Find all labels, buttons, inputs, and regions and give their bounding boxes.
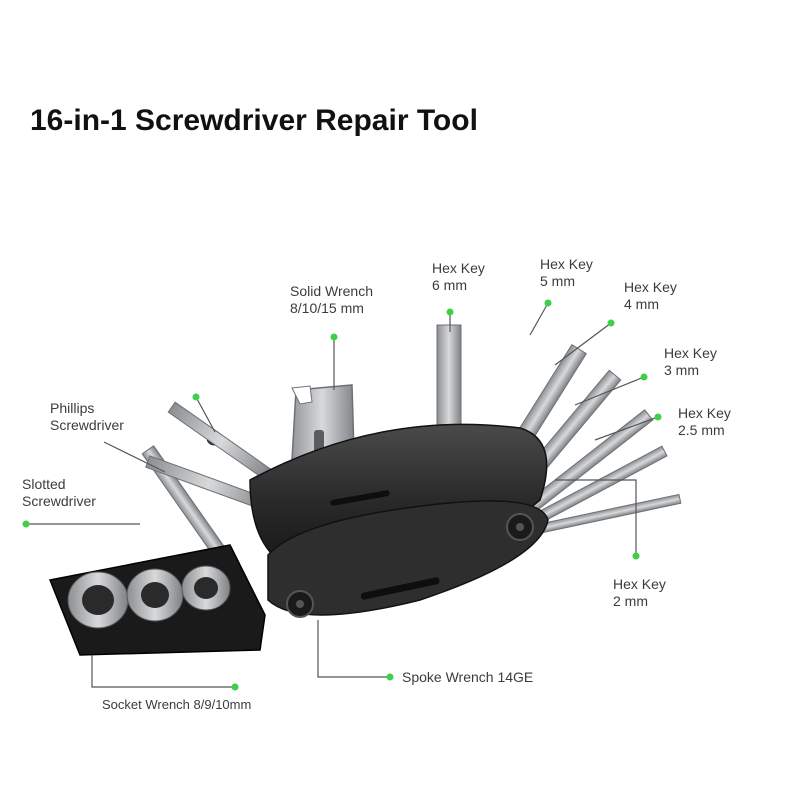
leader-hex-3 [574,376,645,406]
marker-socket [231,683,239,691]
leader-socket [91,655,232,688]
marker-hex-4 [607,319,615,327]
spoke-wrench-slot [360,577,440,600]
label-socket-wrench: Socket Wrench 8/9/10mm [102,697,252,712]
leader-hex-4 [554,322,612,366]
leader-lines [26,302,659,688]
socket-holder [48,544,266,656]
leader-spoke [317,620,390,678]
marker-dots [22,299,662,691]
marker-hex-2 [632,552,640,560]
page-title: 16-in-1 Screwdriver Repair Tool [30,104,478,137]
marker-hex-25 [654,413,662,421]
marker-slotted [22,520,30,528]
marker-spoke [386,673,394,681]
leader-phillips [195,396,216,433]
leader-hex-25 [594,416,659,441]
screwdrivers [141,401,275,570]
label-spoke-wrench: Spoke Wrench 14GE [402,669,534,685]
hex-keys [436,324,682,536]
marker-hex-5 [544,299,552,307]
tool-body [249,423,549,618]
marker-hex-6 [446,308,454,316]
leader-hex-2 [555,479,637,556]
marker-hex-3 [640,373,648,381]
leader-phillips-label [103,441,166,473]
marker-phillips [192,393,200,401]
leader-hex-5 [529,302,549,336]
marker-solid-wrench [330,333,338,341]
